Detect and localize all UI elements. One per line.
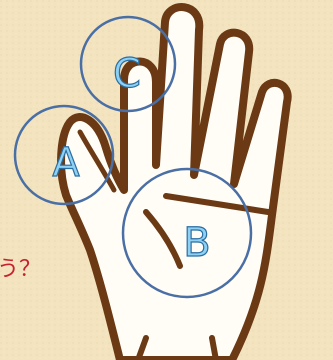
label-c: C [113, 51, 141, 97]
label-b: B [183, 220, 210, 266]
wrist-line-right [212, 338, 216, 360]
label-a: A [52, 140, 80, 186]
cutoff-question-text: う？ [0, 257, 41, 282]
